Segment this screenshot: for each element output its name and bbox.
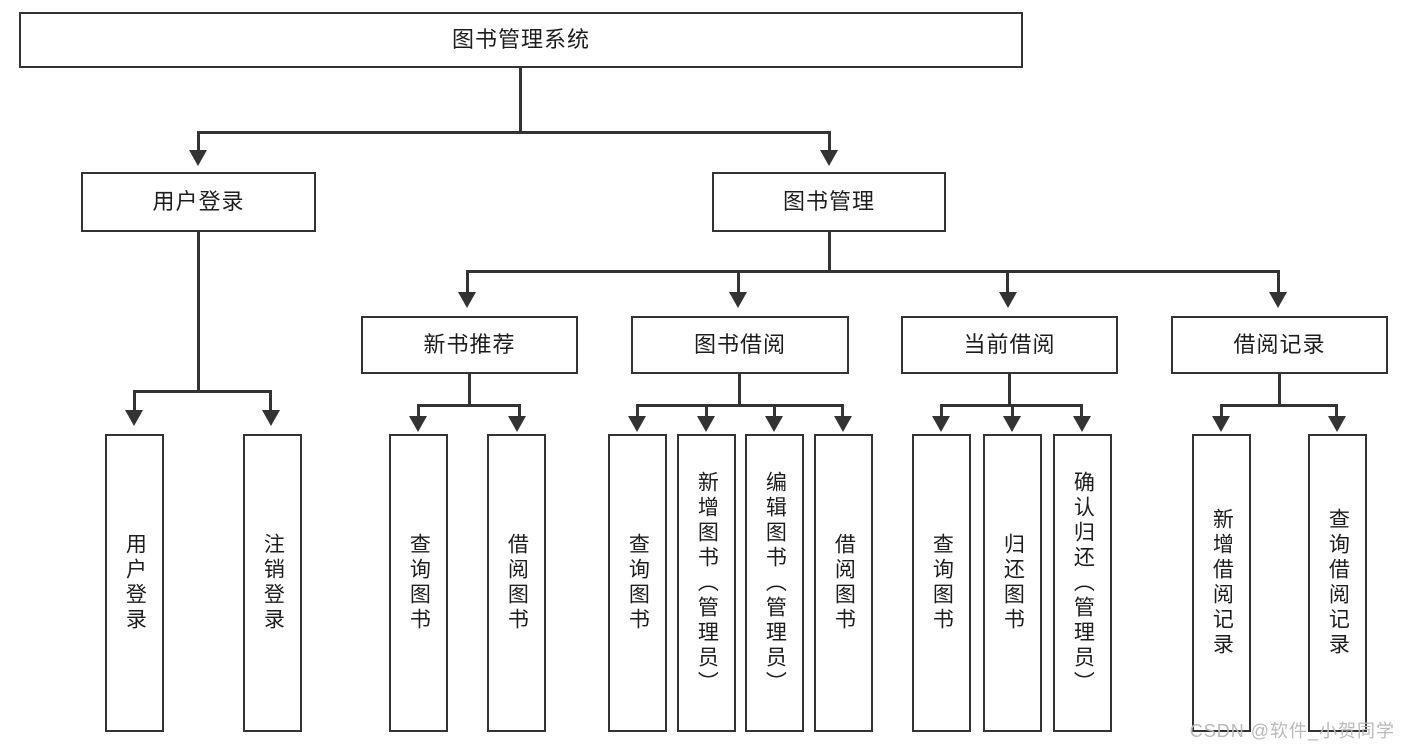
connector-record-drop-1 [1220,404,1223,416]
connector-record-stem [1278,374,1281,406]
connector-current-stem [1008,374,1011,406]
connector-borrow-stem [738,374,741,406]
node-root-system[interactable]: 图书管理系统 [19,12,1023,68]
connector-l3-drop-3 [1277,270,1280,292]
node-label: 归还图书 [1001,533,1025,633]
arrow-to-leaf-query-record [1328,416,1346,432]
arrow-to-leaf-return-book [1003,416,1021,432]
connector-recommend-drop-2 [518,404,521,416]
connector-l3-drop-2 [1006,270,1009,292]
connector-recommend-stem [468,374,471,406]
connector-l3-drop-1 [737,270,740,292]
node-user-login[interactable]: 用户登录 [81,172,316,232]
arrow-to-leaf-user-logout [262,410,280,426]
node-label: 注销登录 [261,533,285,633]
connector-l3-drop-0 [466,270,469,292]
arrow-to-user-login [189,150,207,166]
node-label: 查询图书 [930,533,954,633]
node-leaf-query-book-1[interactable]: 查询图书 [389,434,448,732]
node-book-manage[interactable]: 图书管理 [712,172,946,232]
arrow-to-leaf-user-login [125,410,143,426]
node-label: 图书管理系统 [451,27,590,53]
node-leaf-user-login[interactable]: 用户登录 [105,434,164,732]
node-label: 编辑图书（管理员） [763,470,787,696]
node-label: 确认归还（管理员） [1071,470,1095,696]
node-leaf-query-book-3[interactable]: 查询图书 [912,434,971,732]
arrow-to-leaf-add-book [697,416,715,432]
connector-book-manage-bus [466,270,1280,273]
node-label: 用户登录 [123,533,147,633]
connector-root-to-book-manage [828,131,831,150]
node-label: 当前借阅 [963,332,1056,358]
arrow-to-leaf-confirm-return [1073,416,1091,432]
node-leaf-add-record[interactable]: 新增借阅记录 [1192,434,1251,732]
node-label: 查询借阅记录 [1326,508,1350,658]
node-label: 图书借阅 [693,332,786,358]
connector-root-bus [197,131,831,134]
connector-borrow-drop-2 [705,404,708,416]
node-current-borrow[interactable]: 当前借阅 [901,316,1118,374]
node-book-borrow[interactable]: 图书借阅 [631,316,849,374]
arrow-to-current-borrow [999,292,1017,308]
arrow-to-leaf-query-book-2 [628,416,646,432]
connector-borrow-drop-4 [841,404,844,416]
connector-current-drop-1 [940,404,943,416]
connector-record-drop-2 [1335,404,1338,416]
node-label: 查询图书 [626,533,650,633]
connector-user-login-drop-1 [133,390,136,410]
connector-recommend-drop-1 [417,404,420,416]
arrow-to-borrow-record [1269,292,1287,308]
node-label: 用户登录 [152,189,245,215]
connector-user-login-bus [133,390,272,393]
arrow-to-leaf-borrow-book-1 [508,416,526,432]
node-leaf-user-logout[interactable]: 注销登录 [243,434,302,732]
node-label: 新增图书（管理员） [695,470,719,696]
node-label: 借阅图书 [505,533,529,633]
node-label: 图书管理 [782,189,875,215]
arrow-to-leaf-borrow-book-2 [834,416,852,432]
connector-root-stem [519,68,522,132]
arrow-to-leaf-add-record [1212,416,1230,432]
connector-borrow-drop-1 [636,404,639,416]
node-leaf-return-book[interactable]: 归还图书 [983,434,1042,732]
node-leaf-add-book[interactable]: 新增图书（管理员） [677,434,736,732]
node-leaf-borrow-book-1[interactable]: 借阅图书 [487,434,546,732]
node-label: 查询图书 [407,533,431,633]
node-leaf-query-book-2[interactable]: 查询图书 [608,434,667,732]
node-leaf-confirm-return[interactable]: 确认归还（管理员） [1053,434,1112,732]
node-label: 新增借阅记录 [1210,508,1234,658]
connector-borrow-drop-3 [773,404,776,416]
connector-user-login-drop-2 [269,390,272,410]
connector-borrow-bus [636,404,844,407]
arrow-to-leaf-edit-book [765,416,783,432]
node-new-book-recommend[interactable]: 新书推荐 [361,316,578,374]
connector-book-manage-stem [828,232,831,271]
node-label: 借阅记录 [1233,332,1326,358]
connector-record-bus [1220,404,1338,407]
connector-current-drop-2 [1011,404,1014,416]
node-label: 新书推荐 [423,332,516,358]
node-leaf-query-record[interactable]: 查询借阅记录 [1308,434,1367,732]
connector-user-login-stem [197,232,200,393]
connector-current-drop-3 [1080,404,1083,416]
node-leaf-borrow-book-2[interactable]: 借阅图书 [814,434,873,732]
arrow-to-new-book-recommend [458,292,476,308]
arrow-to-book-borrow [729,292,747,308]
node-borrow-record[interactable]: 借阅记录 [1171,316,1388,374]
connector-root-to-user-login [197,131,200,150]
arrow-to-leaf-query-book-1 [409,416,427,432]
node-label: 借阅图书 [832,533,856,633]
connector-recommend-bus [417,404,521,407]
node-leaf-edit-book[interactable]: 编辑图书（管理员） [745,434,804,732]
arrow-to-leaf-query-book-3 [932,416,950,432]
arrow-to-book-manage [820,150,838,166]
